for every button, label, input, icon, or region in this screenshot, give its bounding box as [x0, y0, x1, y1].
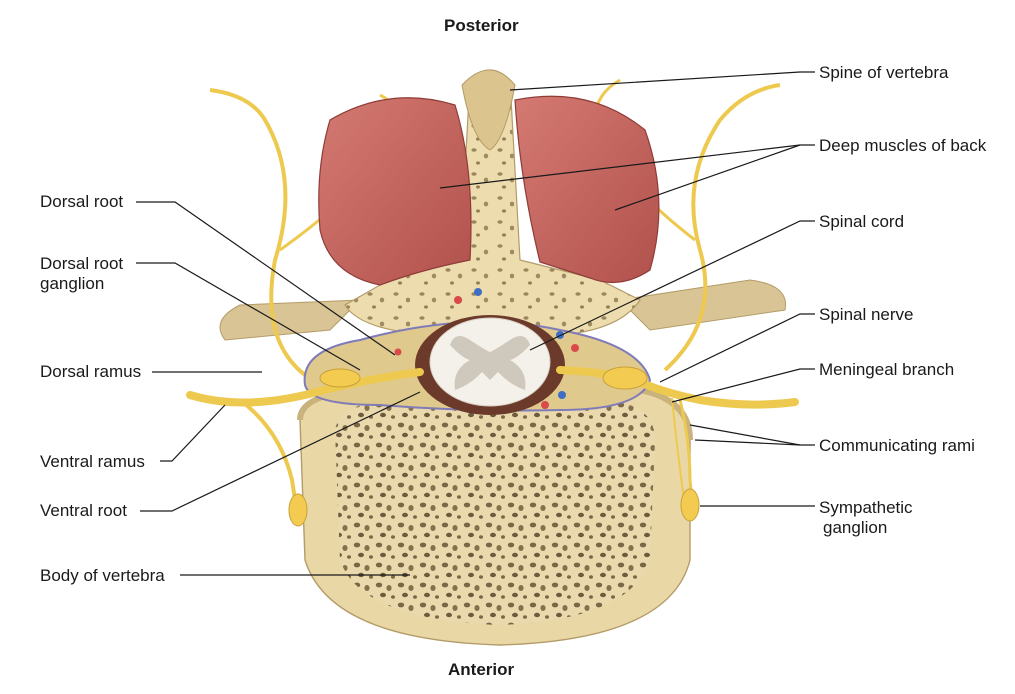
vertebral-body-spongy [335, 402, 655, 625]
label-sympathetic-ganglion-line2: ganglion [823, 518, 888, 537]
ventral-ramus-left [238, 398, 300, 516]
vessel-2 [474, 288, 482, 296]
leader-meningeal-branch [671, 368, 815, 403]
dorsal-ramus-right-nerve [663, 83, 781, 372]
vessel-3 [556, 331, 564, 339]
spinous-process-tip [461, 69, 516, 151]
sympathetic-ganglion-right [680, 488, 700, 522]
spinal-cord-gray-matter [450, 336, 530, 390]
dorsal-root-ganglion-left [319, 368, 361, 388]
deep-muscle-left [318, 97, 472, 286]
label-sympathetic-ganglion-line1: Sympathetic [819, 498, 913, 517]
label-spine-of-vertebra: Spine of vertebra [819, 63, 949, 82]
label-deep-muscles-of-back: Deep muscles of back [819, 136, 987, 155]
leader-dorsal-root-ganglion [136, 262, 361, 371]
label-body-of-vertebra: Body of vertebra [40, 566, 165, 585]
communicating-rami-right-2 [671, 397, 685, 501]
label-dorsal-ramus: Dorsal ramus [40, 362, 142, 381]
label-ventral-root: Ventral root [40, 501, 127, 520]
label-spinal-cord: Spinal cord [819, 212, 905, 231]
leader-deep-muscles-2 [614, 144, 801, 211]
spinal-nerve-left [186, 368, 424, 407]
leader-spinal-nerve [659, 313, 815, 383]
spinal-nerve-right [556, 366, 799, 409]
dorsal-ramus-left-nerve [209, 88, 307, 377]
deep-muscle-right [514, 95, 660, 284]
leader-communicating-rami-1 [689, 424, 815, 446]
transverse-process-left [219, 299, 362, 341]
leader-ventral-root [140, 391, 421, 512]
vessel-7 [394, 348, 402, 356]
label-dorsal-root-ganglion-line2: ganglion [40, 274, 105, 293]
leader-spinal-cord [529, 220, 815, 351]
dorsal-root-ganglion-right [602, 366, 648, 390]
label-communicating-rami: Communicating rami [819, 436, 975, 455]
leader-spine-of-vertebra [509, 71, 815, 91]
orientation-anterior: Anterior [448, 660, 515, 679]
vessel-5 [541, 401, 549, 409]
label-meningeal-branch: Meningeal branch [819, 360, 955, 379]
label-dorsal-root-ganglion-line1: Dorsal root [40, 254, 124, 273]
label-ventral-ramus: Ventral ramus [40, 452, 145, 471]
vessel-1 [454, 296, 462, 304]
vessel-4 [571, 344, 579, 352]
leader-ventral-ramus [160, 404, 226, 462]
label-dorsal-root: Dorsal root [40, 192, 124, 211]
leader-communicating-rami-2 [694, 439, 801, 446]
label-spinal-nerve: Spinal nerve [819, 305, 914, 324]
leader-dorsal-root [136, 201, 396, 356]
orientation-posterior: Posterior [444, 16, 519, 35]
sympathetic-ganglion-left [288, 493, 308, 527]
vessel-6 [558, 391, 566, 399]
